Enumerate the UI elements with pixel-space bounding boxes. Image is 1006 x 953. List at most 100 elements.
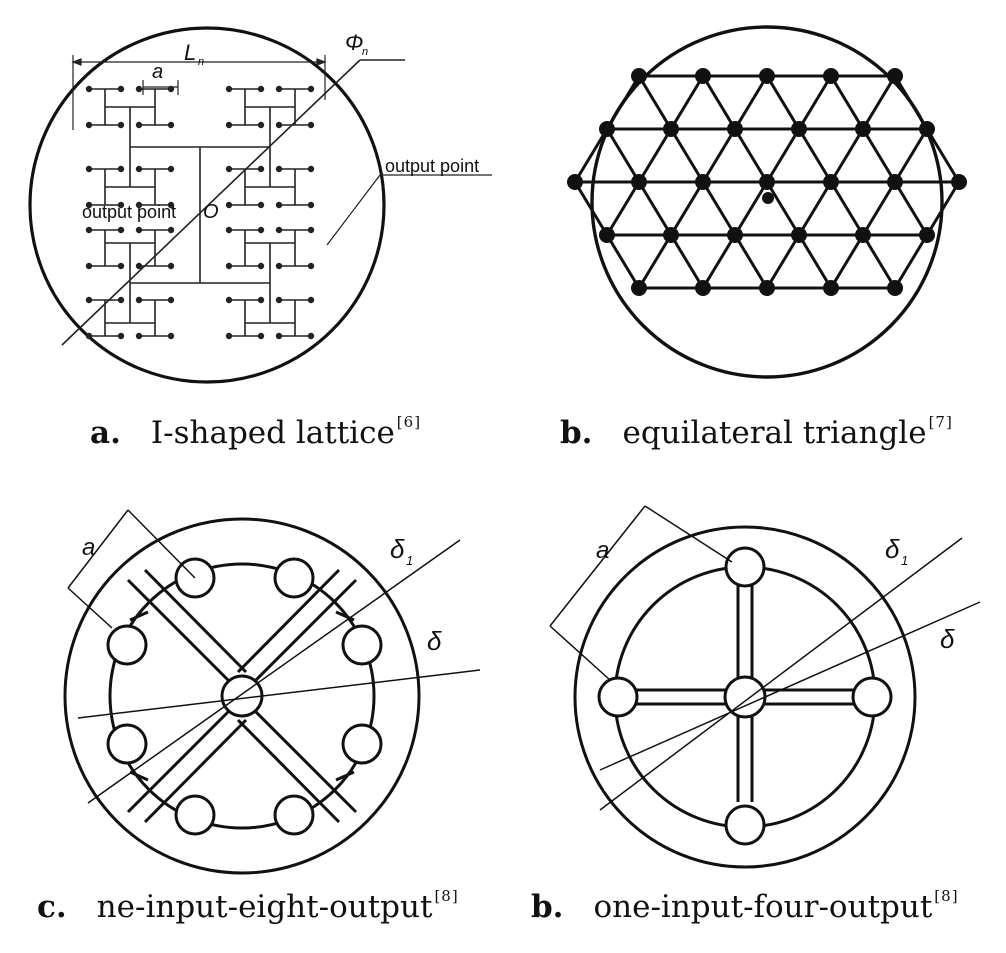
delta-lines (599, 537, 981, 811)
output-point (117, 262, 125, 270)
caption-b: b. equilateral triangle[7] (560, 413, 953, 451)
output-point (307, 332, 315, 340)
mesh-edge (765, 181, 801, 236)
caption-a-ref: [6] (396, 413, 422, 431)
mesh-edge (605, 75, 641, 130)
i-shaped-lattice-diagram: L n a Φ n output point output point O (28, 26, 492, 384)
caption-b-ref: [7] (928, 413, 953, 431)
caption-c-ref: [8] (434, 887, 459, 905)
output-point (275, 121, 283, 129)
output-point (257, 85, 265, 93)
output-point (307, 121, 315, 129)
mesh-node (663, 121, 679, 137)
delta1-subscript: 1 (901, 553, 908, 568)
output-point-label-right: output point (385, 156, 479, 176)
caption-b-text: equilateral triangle (622, 415, 927, 451)
mesh-edge (829, 234, 865, 289)
output-point (117, 332, 125, 340)
dim-a-label: a (82, 534, 95, 561)
output-point (307, 165, 315, 173)
output-point (225, 332, 233, 340)
output-point (135, 201, 143, 209)
output-leader-right (326, 174, 381, 246)
outer-circle (590, 25, 944, 379)
mesh-edge (701, 181, 737, 236)
caption-b-letter: b. (560, 415, 593, 451)
mesh-edge (861, 181, 897, 236)
mesh-edge (925, 181, 961, 236)
delta1-subscript: 1 (406, 553, 413, 568)
mesh-edge (797, 128, 833, 183)
phi-diameter-line (61, 59, 405, 346)
mesh-edge (797, 234, 833, 289)
output-point (117, 121, 125, 129)
output-point (167, 165, 175, 173)
mesh-edge (829, 75, 865, 130)
dim-a-label: a (152, 61, 163, 83)
mesh-node (695, 174, 711, 190)
mesh-edge (637, 234, 673, 289)
output-point (85, 262, 93, 270)
equilateral-triangle-diagram (567, 25, 967, 379)
phi-subscript: n (362, 46, 368, 58)
delta1-label: δ (390, 534, 405, 564)
mesh-node (823, 174, 839, 190)
channel-network (106, 557, 383, 836)
delta-label: δ (940, 624, 955, 654)
output-point (307, 85, 315, 93)
dimension-a (67, 509, 196, 629)
mesh-edge (893, 128, 929, 183)
output-point (307, 296, 315, 304)
one-input-four-output-diagram: a δ 1 δ (549, 505, 981, 869)
mesh-edge (733, 234, 769, 289)
mesh-node (599, 227, 615, 243)
output-point (85, 165, 93, 173)
caption-a-letter: a. (90, 415, 121, 451)
output-point (307, 226, 315, 234)
caption-d-text: one-input-four-output (593, 889, 933, 925)
mesh-edge (605, 234, 641, 289)
mesh-node (631, 174, 647, 190)
output-point (225, 201, 233, 209)
output-point (225, 121, 233, 129)
mesh-edge (893, 181, 929, 236)
mesh-edge (733, 181, 769, 236)
mesh-node (887, 280, 903, 296)
caption-c-text: ne-input-eight-output (96, 889, 433, 925)
delta-lines (77, 539, 481, 804)
output-point (117, 165, 125, 173)
mesh-node (759, 280, 775, 296)
mesh-edge (637, 75, 673, 130)
mesh-edge (701, 128, 737, 183)
output-point (167, 296, 175, 304)
output-point (85, 85, 93, 93)
output-point (135, 85, 143, 93)
mesh-node (663, 227, 679, 243)
output-point (85, 226, 93, 234)
mesh-node (855, 121, 871, 137)
caption-a-text: I-shaped lattice (150, 415, 395, 451)
output-point (117, 85, 125, 93)
output-point (117, 296, 125, 304)
mesh-node (791, 121, 807, 137)
mesh-edge (605, 128, 641, 183)
outer-circle (63, 517, 421, 875)
mesh-edge (669, 181, 705, 236)
mesh-node (855, 227, 871, 243)
mesh-edge (733, 128, 769, 183)
output-point (135, 296, 143, 304)
h-tree-lattice (85, 85, 315, 340)
output-point (257, 332, 265, 340)
mesh-edge (637, 181, 673, 236)
output-point (135, 332, 143, 340)
mesh-edge (893, 75, 929, 130)
mesh-edge (669, 128, 705, 183)
outer-circle (573, 525, 917, 869)
output-point (225, 165, 233, 173)
mesh-node (599, 121, 615, 137)
mesh-edge (797, 181, 833, 236)
output-point (257, 165, 265, 173)
mesh-node (727, 227, 743, 243)
phi-label: Φ (345, 30, 363, 55)
dimension-a (549, 505, 733, 681)
